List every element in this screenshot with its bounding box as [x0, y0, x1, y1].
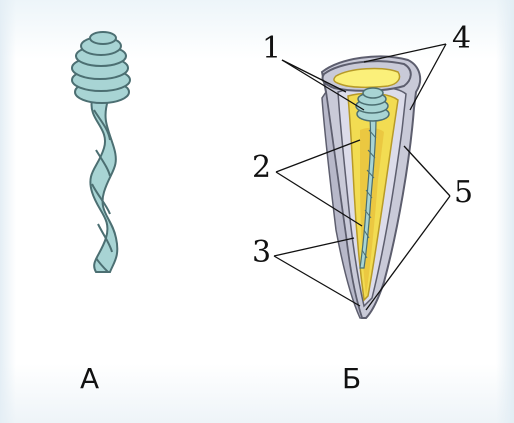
label-3: 3	[252, 238, 271, 268]
label-5: 5	[454, 178, 473, 208]
label-1: 1	[262, 34, 281, 64]
label-4: 4	[452, 24, 471, 54]
tooth-cross-section-icon	[322, 56, 420, 318]
caption-b: Б	[342, 365, 361, 393]
thread-coil-icon	[72, 32, 130, 272]
canal-thread-coil	[363, 88, 383, 98]
thread-coil-top	[90, 32, 116, 44]
label-2: 2	[252, 153, 271, 183]
leader-5a	[404, 146, 450, 196]
caption-a: А	[80, 365, 99, 393]
